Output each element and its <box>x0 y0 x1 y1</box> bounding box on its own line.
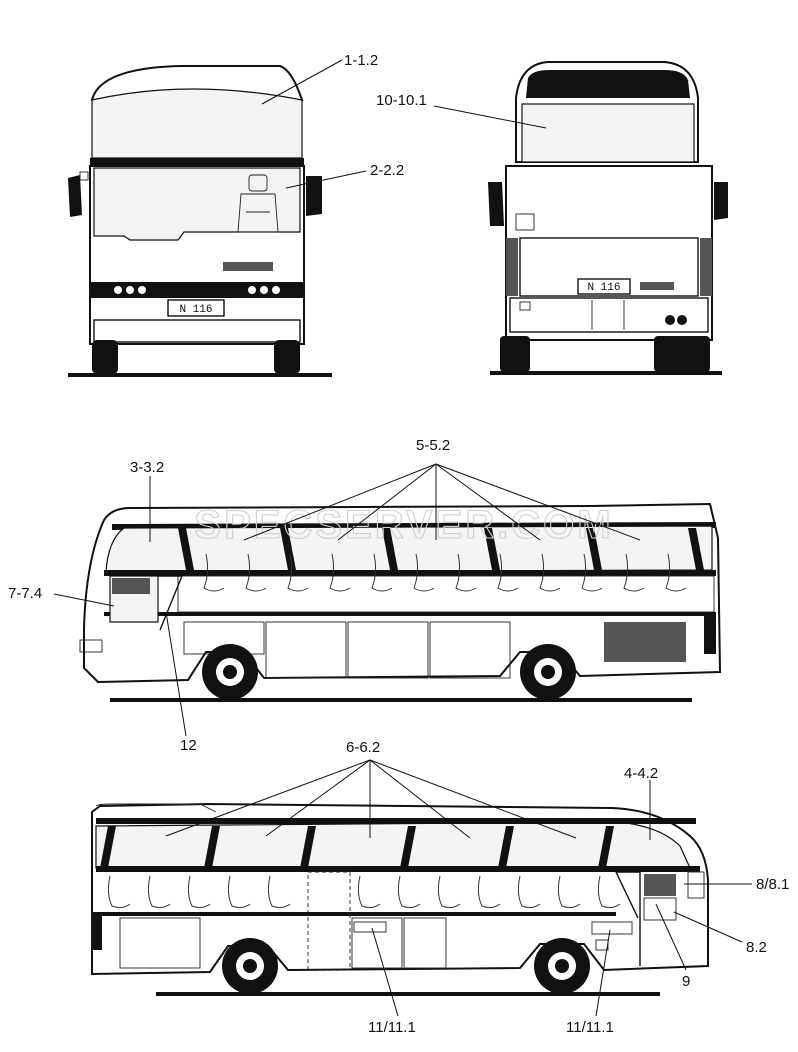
luggage-window-mid <box>353 921 387 933</box>
left-side-windows-band <box>105 525 713 573</box>
label-door-window-right: 8/8.1 <box>756 876 789 893</box>
rear-mirror-left <box>488 182 504 226</box>
rear-view: N 116 <box>488 61 728 375</box>
left-seat-row <box>203 553 687 592</box>
left-side-view <box>79 502 722 702</box>
label-rear-window: 10-10.1 <box>376 92 427 109</box>
middle-door <box>307 871 351 971</box>
label-door-frame-left: 12 <box>180 737 197 754</box>
right-seat-row <box>107 875 621 909</box>
right-side-view <box>91 802 709 996</box>
front-upper-windshield <box>91 88 303 159</box>
front-lower-windshield <box>93 167 301 241</box>
front-door-window <box>644 874 676 896</box>
label-side-window-front-left: 3-3.2 <box>130 459 164 476</box>
left-window-pillars <box>178 528 704 570</box>
driver-seat <box>237 174 279 233</box>
label-front-windshield-lower: 2-2.2 <box>370 162 404 179</box>
rear-plate-text: N 116 <box>587 282 620 294</box>
front-mirror-right <box>306 176 322 216</box>
right-window-pillars <box>100 826 614 868</box>
label-side-windows-left: 5-5.2 <box>416 437 450 454</box>
label-door-lower-right: 8.2 <box>746 939 767 956</box>
front-plate-text: N 116 <box>179 304 212 316</box>
label-door-trim-right: 9 <box>682 973 690 990</box>
front-mirror-left <box>68 175 82 217</box>
label-side-windows-right: 6-6.2 <box>346 739 380 756</box>
callout-labels: 1-1.2 2-2.2 10-10.1 3-3.2 5-5.2 7-7.4 12… <box>8 52 789 1036</box>
front-view: N 116 <box>68 65 332 377</box>
label-front-windshield-upper: 1-1.2 <box>344 52 378 69</box>
watermark: SPECSERVER.COM <box>194 503 613 547</box>
leader-lines <box>53 59 752 1017</box>
label-luggage-door-front: 11/11.1 <box>566 1019 614 1036</box>
label-driver-window: 7-7.4 <box>8 585 42 602</box>
rear-window <box>521 103 695 163</box>
rear-mirror-right <box>714 182 728 220</box>
label-luggage-door-mid: 11/11.1 <box>368 1019 416 1036</box>
label-side-window-front-right: 4-4.2 <box>624 765 658 782</box>
